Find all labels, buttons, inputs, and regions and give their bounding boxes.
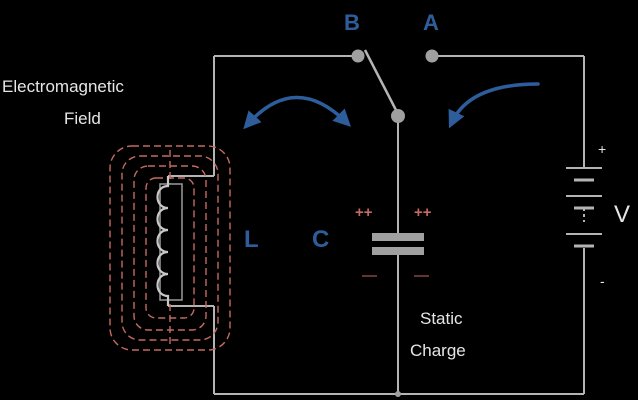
battery-minus-label: - xyxy=(600,273,605,289)
curved-arrow-icons xyxy=(243,82,540,130)
capacitor xyxy=(372,233,424,255)
inductor-coil xyxy=(156,176,183,306)
switch-contact-a xyxy=(425,49,439,63)
inductor-windings xyxy=(156,176,170,306)
battery xyxy=(566,167,602,248)
inductor-label: L xyxy=(244,226,259,253)
electromagnetic-field-lines xyxy=(109,145,231,351)
capacitor-label: C xyxy=(312,226,329,253)
bottom-junction xyxy=(395,391,401,397)
static-charge-line1: Static xyxy=(420,309,463,328)
battery-plus-label: + xyxy=(598,141,606,157)
curved-arrow-icon-left xyxy=(243,95,352,130)
text-labels: B A Electromagnetic Field L C ++ ++ — — … xyxy=(2,10,630,360)
switch-a-label: A xyxy=(423,10,439,35)
voltage-label: V xyxy=(614,201,630,228)
capacitor-top-plate xyxy=(372,233,424,241)
field-label-line1: Electromagnetic xyxy=(2,77,124,96)
switch-contact-b xyxy=(351,49,365,63)
switch-arm xyxy=(363,49,400,115)
switch-b-label: B xyxy=(344,10,360,35)
positive-charge-left: ++ xyxy=(355,204,373,221)
capacitor-bottom-plate xyxy=(372,247,424,255)
switch-pivot xyxy=(391,109,405,123)
curved-arrow-icon-right xyxy=(448,82,540,129)
inductor-core xyxy=(159,183,183,301)
field-label-line2: Field xyxy=(64,109,101,128)
field-line-outer xyxy=(109,145,231,351)
negative-charge-right: — xyxy=(414,267,429,284)
switch xyxy=(351,49,439,123)
negative-charge-left: — xyxy=(362,267,377,284)
positive-charge-right: ++ xyxy=(414,204,432,221)
static-charge-line2: Charge xyxy=(410,341,466,360)
